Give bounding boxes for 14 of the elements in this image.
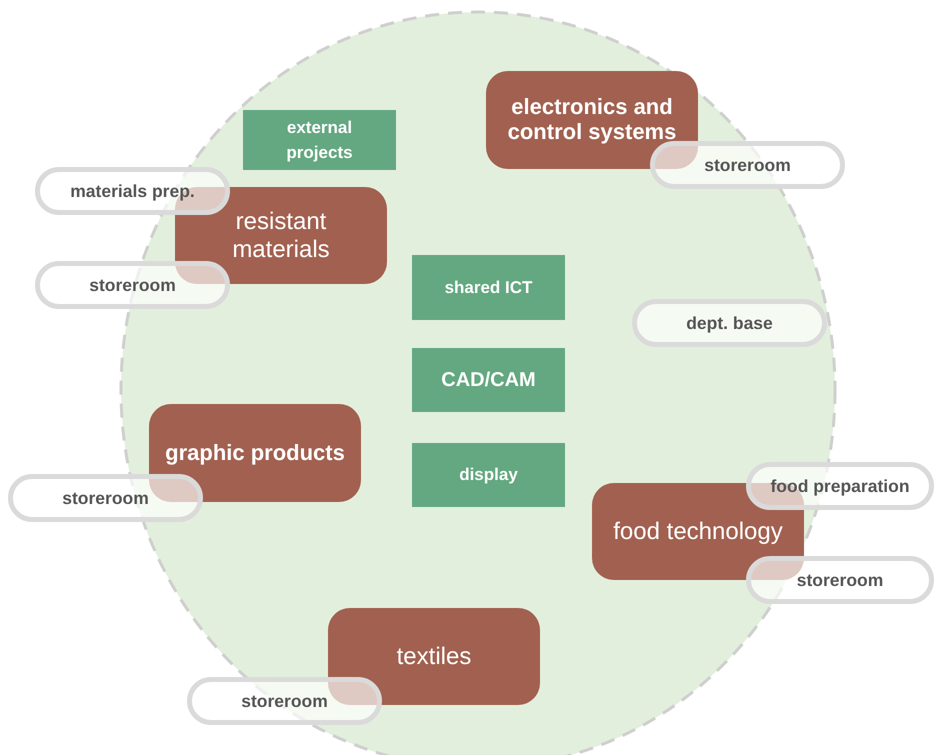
room-pill: food preparation (746, 462, 934, 510)
shared-facility-box: display (412, 443, 565, 507)
room-pill: storeroom (650, 141, 845, 189)
room-pill: dept. base (632, 299, 827, 347)
shared-facility-box: external projects (243, 110, 396, 170)
room-pill: storeroom (8, 474, 203, 522)
room-pill: storeroom (187, 677, 382, 725)
shared-facility-box: shared ICT (412, 255, 565, 320)
department-box: graphic products (149, 404, 361, 502)
room-pill: storeroom (35, 261, 230, 309)
department-box: electronics and control systems (486, 71, 698, 169)
room-pill: storeroom (746, 556, 934, 604)
shared-facility-box: CAD/CAM (412, 348, 565, 412)
department-box: textiles (328, 608, 540, 705)
